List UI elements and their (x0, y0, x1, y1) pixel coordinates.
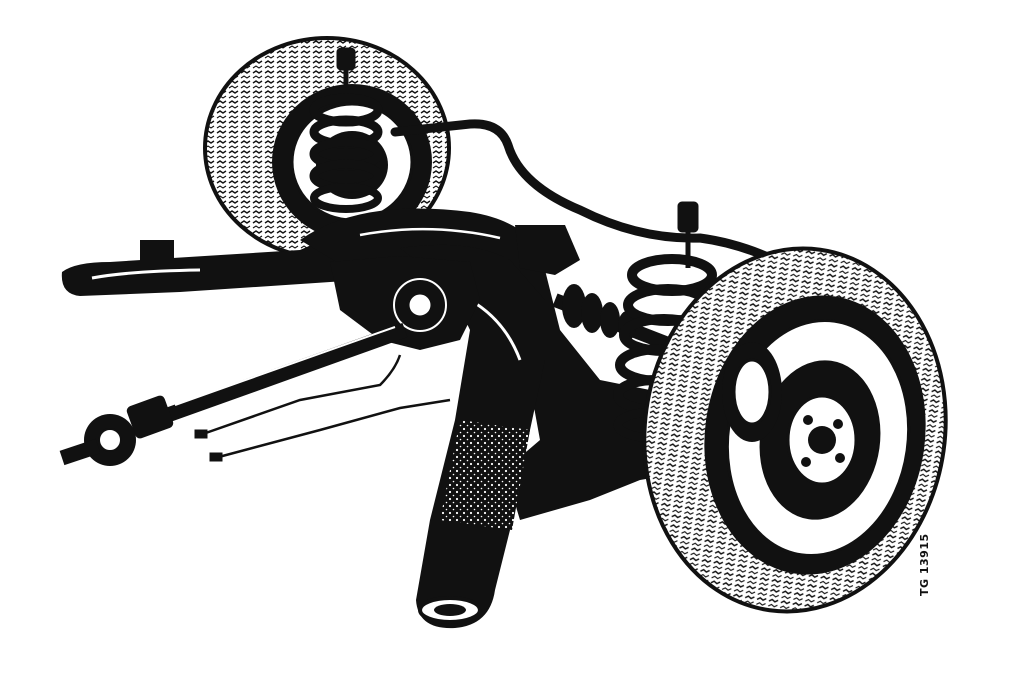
propeller-shaft (59, 322, 408, 466)
subframe-crossmember (300, 208, 700, 520)
handbrake-cables (194, 354, 451, 462)
brake-backplate (722, 342, 782, 442)
differential-housing (330, 225, 580, 350)
figure-reference-code: TG 13915 (918, 533, 931, 596)
rear-left-coil-spring (309, 47, 383, 213)
right-trailing-arm (400, 244, 545, 629)
